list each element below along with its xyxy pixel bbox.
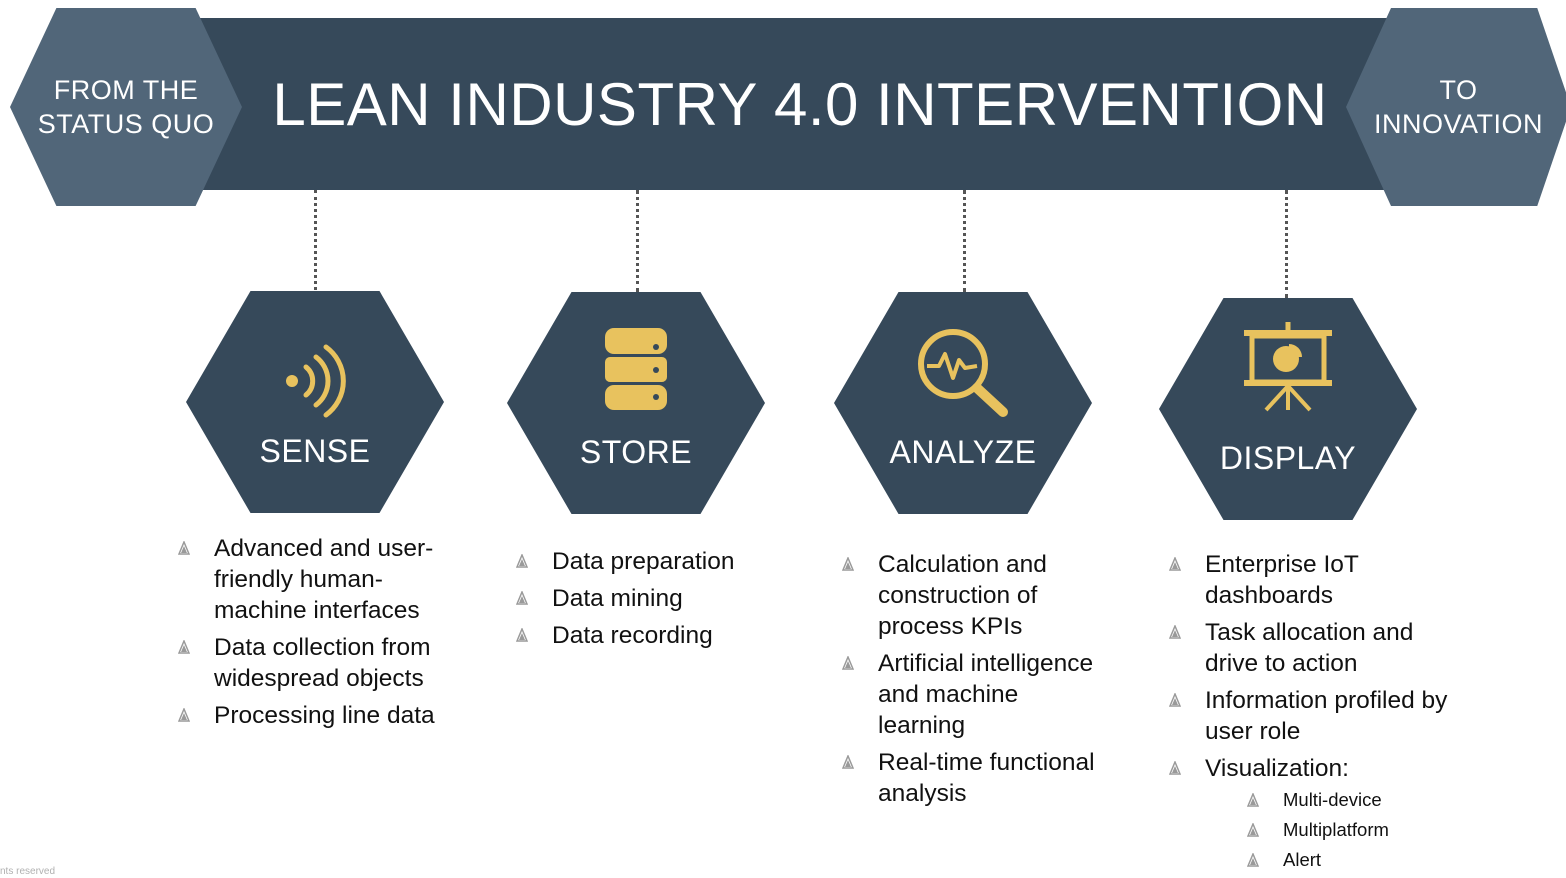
sub-bullet-text: Alert <box>1283 849 1322 870</box>
step-store-label: STORE <box>579 434 693 470</box>
sub-bullet-text: Multi-device <box>1283 789 1382 810</box>
list-item: Enterprise IoT dashboards <box>1167 549 1457 611</box>
list-item: Data recording <box>514 620 784 651</box>
bullet-text: Visualization: <box>1205 755 1349 782</box>
bullet-text: Calculation and construction of process … <box>878 551 1047 640</box>
bullet-text: Artificial intelligence and machine lear… <box>878 650 1094 739</box>
list-item: Data mining <box>514 583 784 614</box>
sub-list-item: Alert <box>1245 848 1457 872</box>
presentation-chart-icon <box>1244 322 1332 412</box>
list-item: Information profiled by user role <box>1167 685 1457 747</box>
bullet-text: Task allocation and drive to action <box>1205 619 1414 677</box>
list-item: Data collection from widespread objects <box>176 632 466 694</box>
bullet-text: Enterprise IoT dashboards <box>1205 551 1359 609</box>
list-item: Processing line data <box>176 700 466 731</box>
from-label-line-2: STATUS QUO <box>37 109 215 139</box>
list-item: Data preparation <box>514 546 784 577</box>
bullet-text: Processing line data <box>214 702 435 729</box>
bullet-triangle-icon <box>1169 557 1181 571</box>
list-item: Advanced and user-friendly human-machine… <box>176 533 466 626</box>
footer-note: nts reserved <box>0 866 56 877</box>
list-item: Calculation and construction of process … <box>840 549 1110 642</box>
analyze-bullet-list: Calculation and construction of process … <box>840 549 1110 815</box>
list-item: Visualization: Multi-device Multiplatfor… <box>1167 753 1457 872</box>
sensor-signal-icon <box>286 344 346 418</box>
bullet-text: Information profiled by user role <box>1205 687 1448 745</box>
sub-bullet-text: Multiplatform <box>1283 819 1389 840</box>
bullet-triangle-icon <box>178 640 190 654</box>
to-label-line-2: INNOVATION <box>1373 109 1543 139</box>
bullet-text: Real-time functional analysis <box>878 749 1095 807</box>
step-store-hexagon: STORE <box>507 292 765 514</box>
bullet-text: Advanced and user-friendly human-machine… <box>214 535 434 624</box>
page-title: LEAN INDUSTRY 4.0 INTERVENTION <box>272 70 1328 138</box>
list-item: Real-time functional analysis <box>840 747 1110 809</box>
bullet-triangle-icon <box>1169 625 1181 639</box>
bullet-triangle-icon <box>178 541 190 555</box>
bullet-triangle-icon <box>1169 693 1181 707</box>
to-label-line-1: TO <box>1439 75 1478 105</box>
step-sense-hexagon: SENSE <box>186 291 444 513</box>
bullet-triangle-icon <box>1169 761 1181 775</box>
step-analyze-hexagon: ANALYZE <box>834 292 1092 514</box>
visualization-sub-list: Multi-device Multiplatform Alert <box>1245 788 1457 872</box>
bullet-text: Data mining <box>552 585 683 612</box>
connector-display <box>1285 190 1288 298</box>
step-display-label: DISPLAY <box>1219 440 1357 476</box>
bullet-triangle-icon <box>842 557 854 571</box>
step-analyze-label: ANALYZE <box>889 434 1037 470</box>
connector-sense <box>314 190 317 290</box>
bullet-triangle-icon <box>516 554 528 568</box>
magnifier-pulse-icon <box>918 329 1008 417</box>
database-icon <box>605 328 667 410</box>
bullet-text: Data recording <box>552 622 713 649</box>
display-bullet-list: Enterprise IoT dashboards Task allocatio… <box>1167 549 1457 878</box>
bullet-triangle-icon <box>1247 853 1259 867</box>
store-bullet-list: Data preparation Data mining Data record… <box>514 546 784 657</box>
bullet-triangle-icon <box>842 656 854 670</box>
sense-bullet-list: Advanced and user-friendly human-machine… <box>176 533 466 737</box>
list-item: Task allocation and drive to action <box>1167 617 1457 679</box>
from-status-quo-hexagon: FROM THE STATUS QUO <box>10 8 242 206</box>
sub-list-item: Multi-device <box>1245 788 1457 812</box>
sub-list-item: Multiplatform <box>1245 818 1457 842</box>
bullet-triangle-icon <box>516 591 528 605</box>
title-banner <box>150 18 1432 190</box>
to-innovation-hexagon: TO INNOVATION <box>1346 8 1566 206</box>
step-display-hexagon: DISPLAY <box>1159 298 1417 520</box>
connector-store <box>636 190 639 292</box>
bullet-text: Data preparation <box>552 548 735 575</box>
from-label-line-1: FROM THE <box>53 75 199 105</box>
bullet-triangle-icon <box>842 755 854 769</box>
bullet-triangle-icon <box>1247 793 1259 807</box>
connector-analyze <box>963 190 966 292</box>
bullet-triangle-icon <box>1247 823 1259 837</box>
bullet-triangle-icon <box>178 708 190 722</box>
bullet-triangle-icon <box>516 628 528 642</box>
step-sense-label: SENSE <box>259 433 371 469</box>
list-item: Artificial intelligence and machine lear… <box>840 648 1110 741</box>
bullet-text: Data collection from widespread objects <box>214 634 431 692</box>
